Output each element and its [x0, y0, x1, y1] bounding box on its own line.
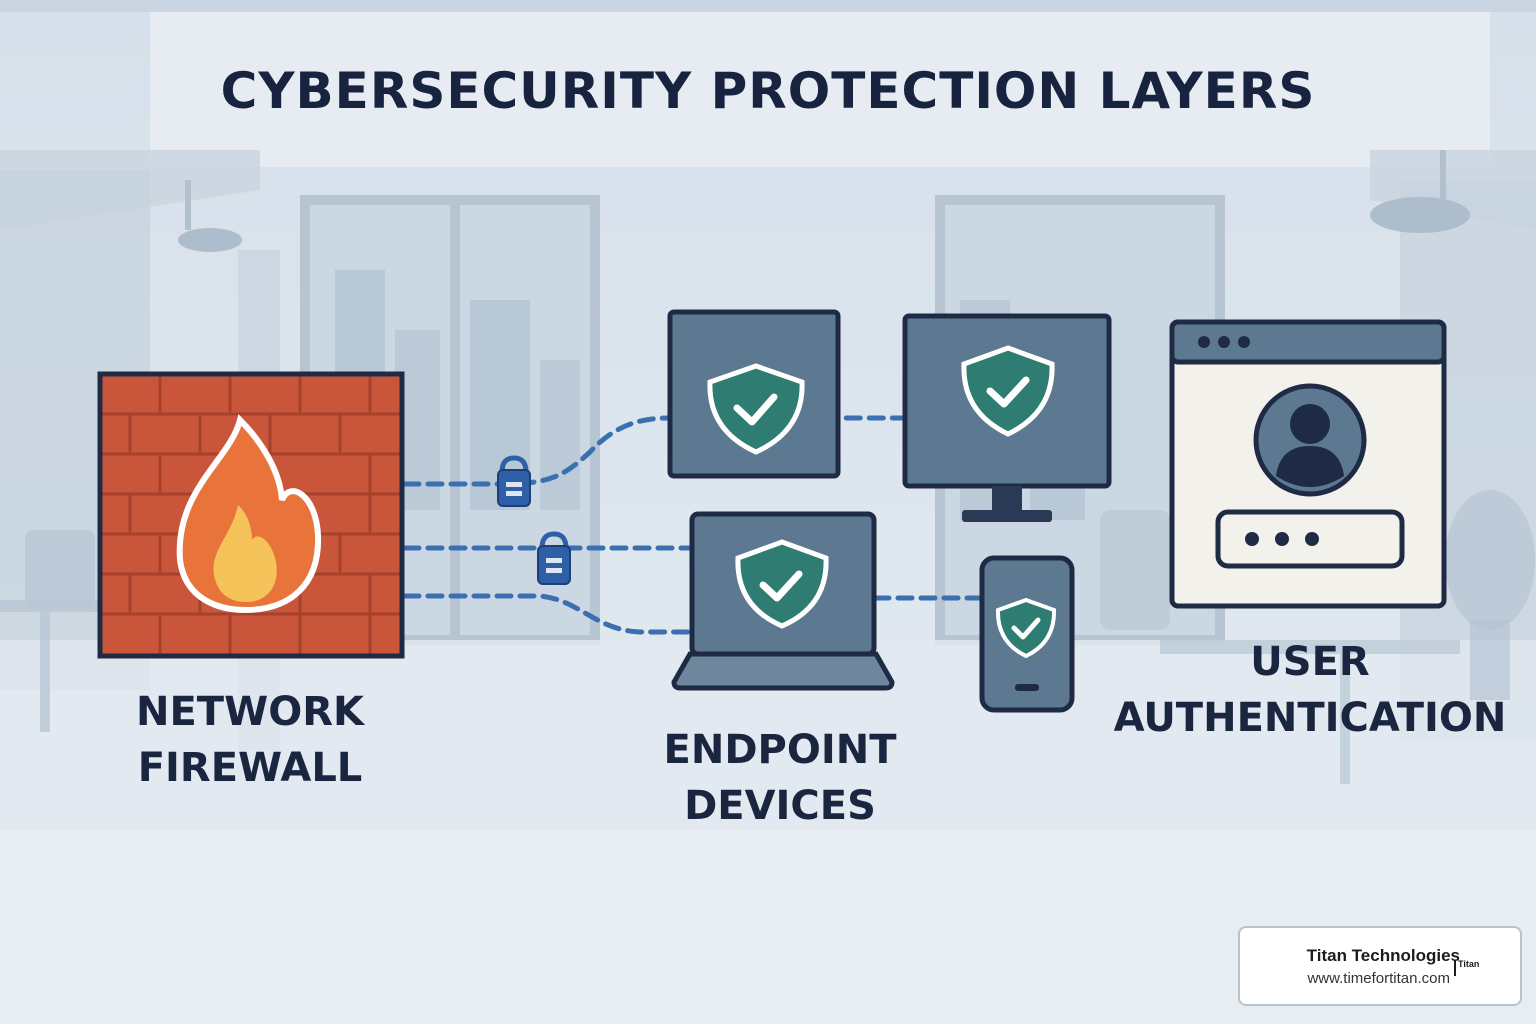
brand-logo-text: Titan	[1458, 959, 1479, 969]
shield-check-icon	[707, 363, 805, 455]
layer-label-line: USER	[1250, 639, 1370, 685]
padlock-icon	[497, 455, 531, 507]
brand-card[interactable]: Titan Technologies www.timefortitan.com …	[1238, 926, 1522, 1006]
shield-check-icon	[961, 345, 1055, 437]
shield-check-icon	[995, 597, 1057, 659]
layer-label-endpoint-devices: ENDPOINT DEVICES	[630, 722, 930, 834]
brand-url[interactable]: www.timefortitan.com	[1307, 970, 1450, 987]
link-firewall-to-laptop-lower	[402, 593, 693, 635]
layer-label-line: FIREWALL	[137, 745, 363, 791]
layer-label-line: NETWORK	[135, 689, 364, 735]
password-field-icon	[1215, 509, 1405, 569]
flame-icon	[176, 414, 322, 614]
layer-label-line: DEVICES	[684, 783, 876, 829]
layer-label-line: AUTHENTICATION	[1113, 695, 1507, 741]
link-firewall-to-monitor	[402, 415, 953, 487]
brand-name: Titan Technologies	[1306, 946, 1460, 965]
layer-label-user-authentication: USER AUTHENTICATION	[1110, 634, 1510, 746]
padlock-icon	[537, 531, 571, 585]
shield-check-icon	[735, 539, 829, 629]
layer-label-line: ENDPOINT	[663, 727, 897, 773]
titan-logo-icon: Titan	[1454, 959, 1479, 976]
user-avatar-icon	[1253, 383, 1367, 497]
page-title: CYBERSECURITY PROTECTION LAYERS	[220, 62, 1316, 120]
layer-label-network-firewall: NETWORK FIREWALL	[100, 684, 400, 796]
